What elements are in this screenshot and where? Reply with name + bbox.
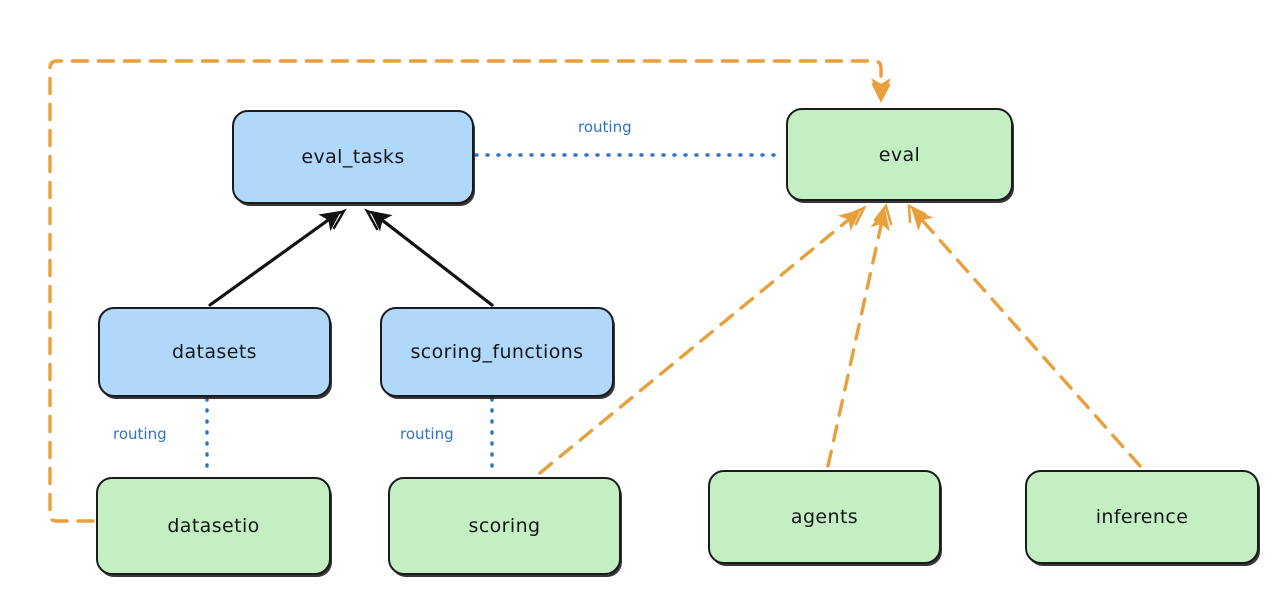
node-inference[interactable]: inference bbox=[1025, 470, 1259, 564]
node-label-datasets: datasets bbox=[172, 341, 257, 363]
edge-label-routing-scoring-functions-scoring: routing bbox=[400, 425, 454, 443]
edge-agents-to-eval bbox=[826, 203, 893, 468]
node-label-scoring-functions: scoring_functions bbox=[410, 341, 584, 363]
node-agents[interactable]: agents bbox=[708, 470, 941, 564]
node-eval-tasks[interactable]: eval_tasks bbox=[232, 110, 474, 204]
node-label-eval: eval bbox=[878, 143, 921, 166]
node-eval[interactable]: eval bbox=[786, 108, 1013, 201]
node-label-eval-tasks: eval_tasks bbox=[301, 146, 405, 168]
edge-datasets-to-eval-tasks bbox=[208, 208, 347, 307]
node-label-agents: agents bbox=[790, 506, 859, 528]
edge-label-routing-eval-tasks-eval: routing bbox=[578, 118, 632, 136]
node-datasets[interactable]: datasets bbox=[98, 307, 331, 397]
node-scoring-functions[interactable]: scoring_functions bbox=[380, 307, 614, 397]
node-label-inference: inference bbox=[1095, 506, 1189, 528]
edge-scoring-functions-to-eval-tasks bbox=[364, 208, 494, 307]
edge-label-routing-datasets-datasetio: routing bbox=[113, 425, 167, 443]
node-label-datasetio: datasetio bbox=[167, 515, 260, 537]
node-label-scoring: scoring bbox=[468, 515, 541, 537]
edge-inference-to-eval bbox=[907, 203, 1142, 468]
node-scoring[interactable]: scoring bbox=[388, 477, 621, 575]
node-datasetio[interactable]: datasetio bbox=[96, 477, 331, 575]
